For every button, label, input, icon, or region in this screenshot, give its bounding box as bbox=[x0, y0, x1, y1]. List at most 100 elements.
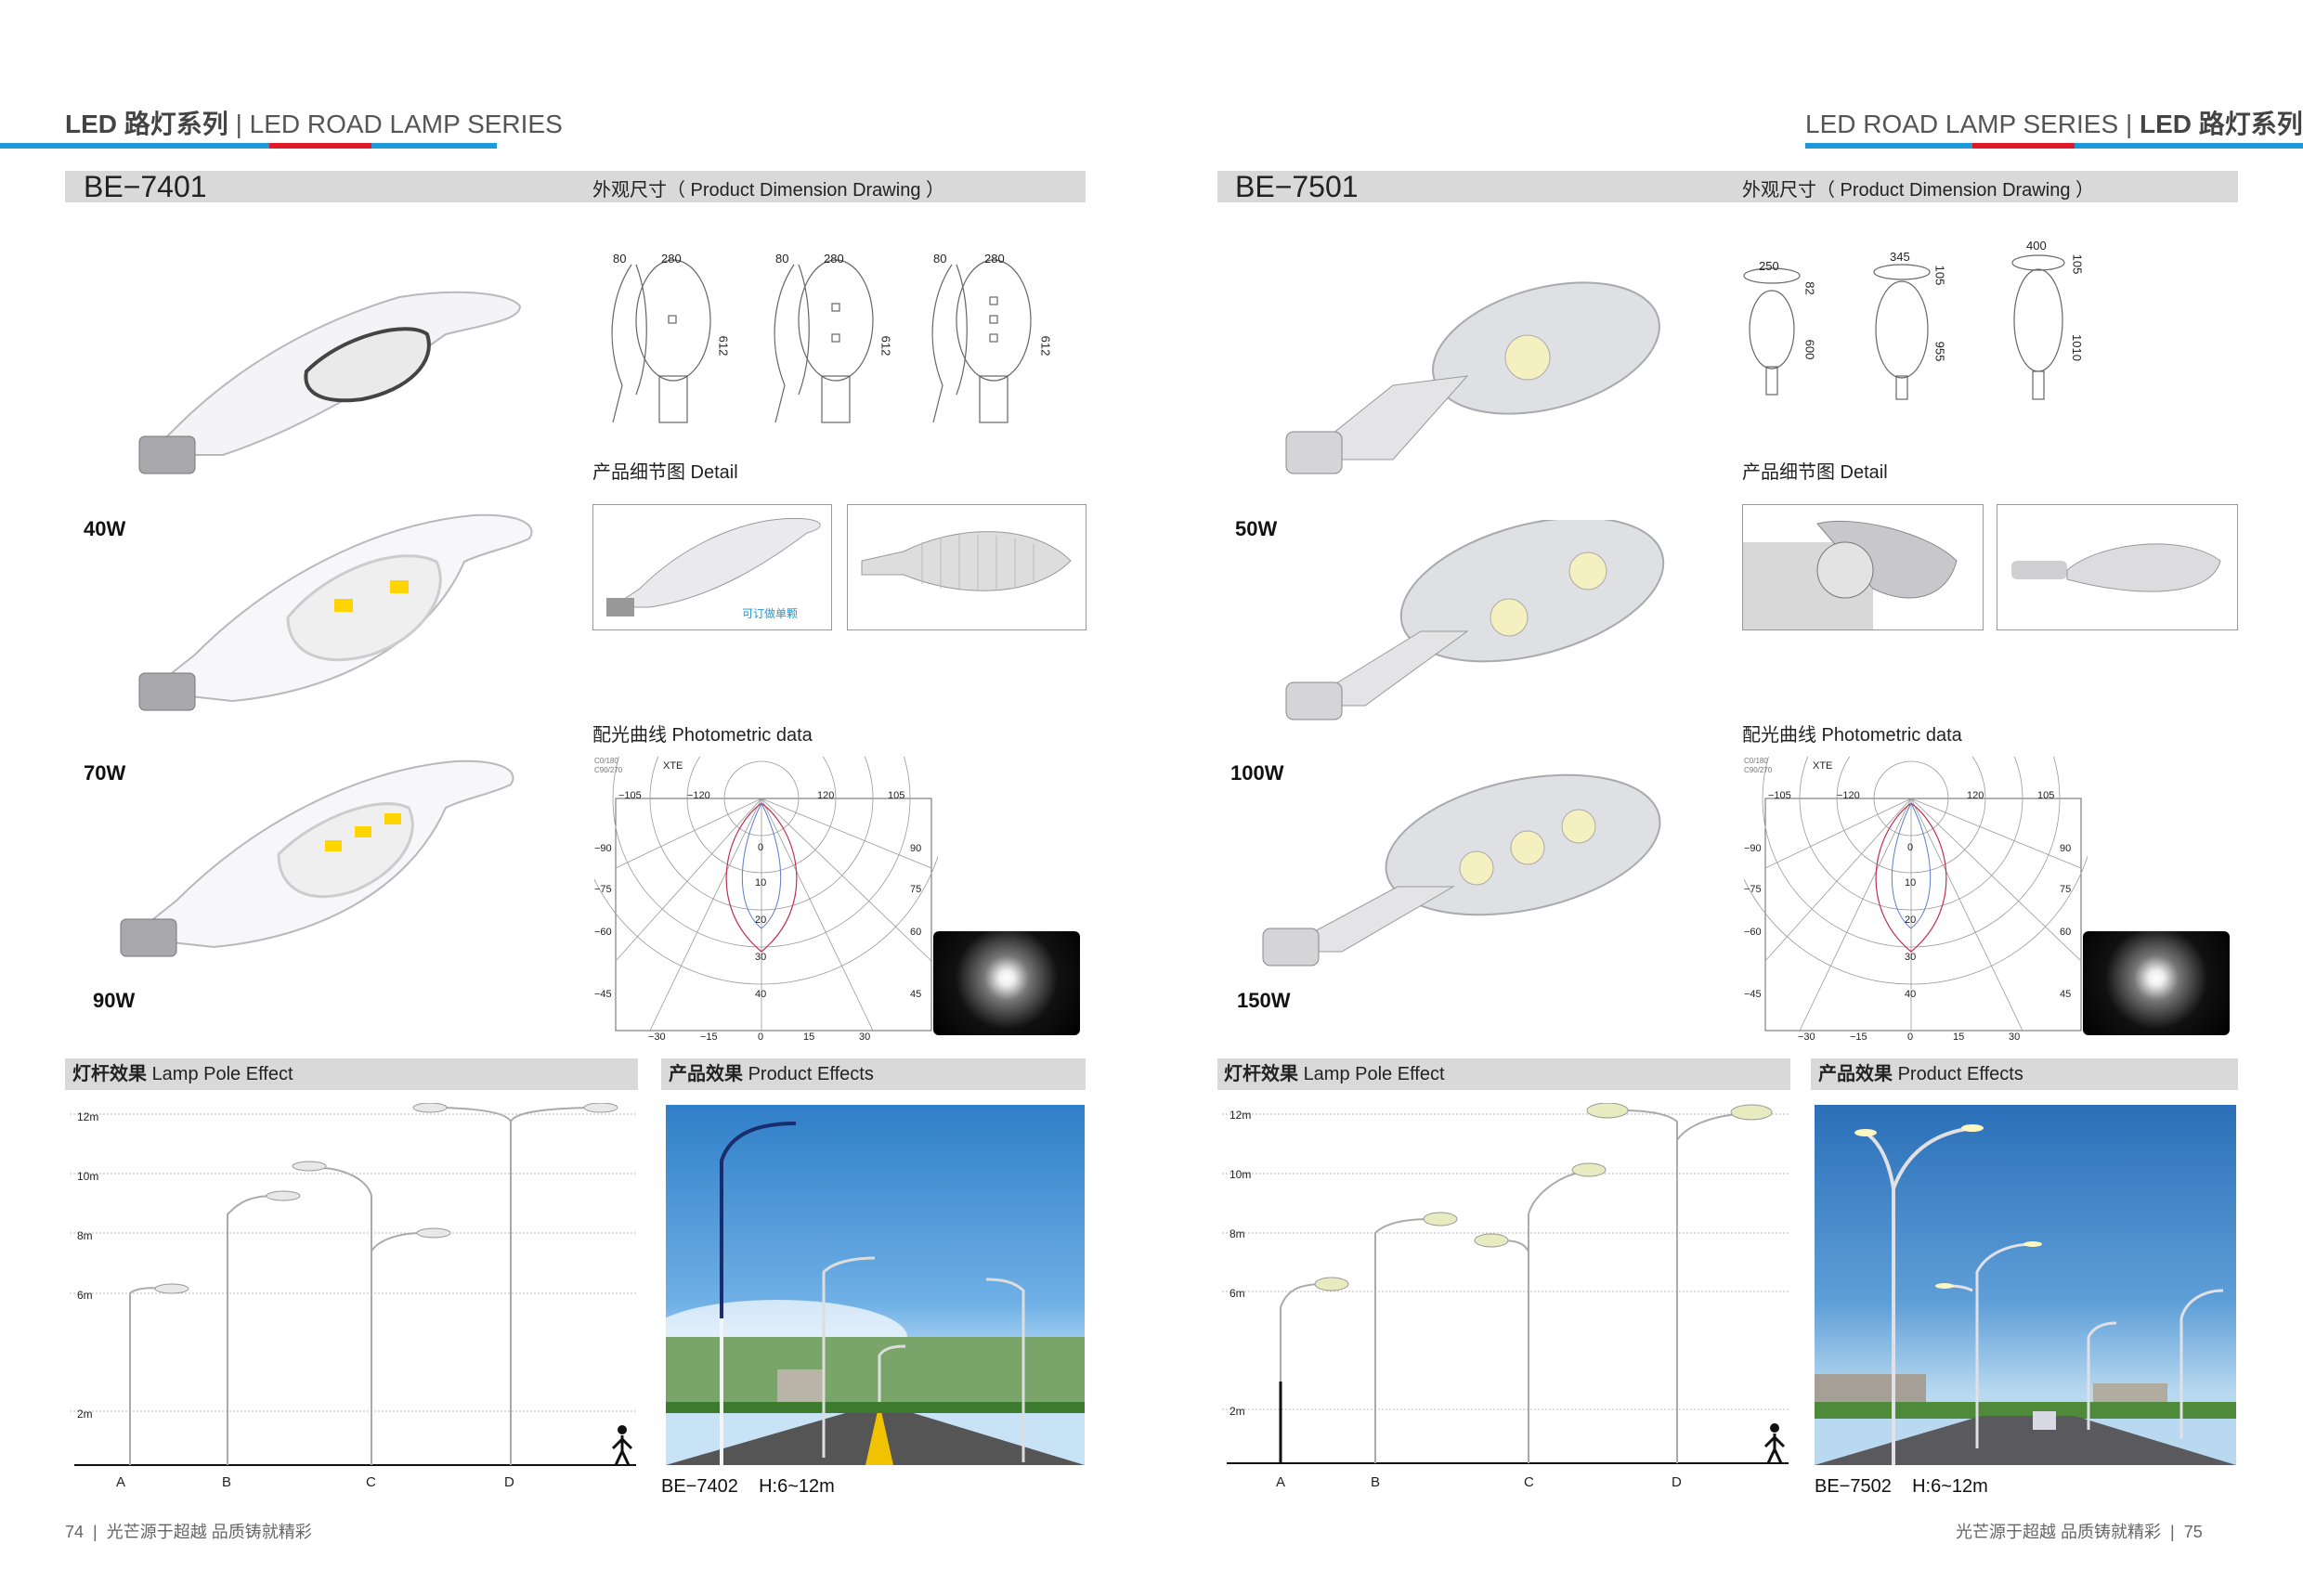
left-pole-label-a: A bbox=[116, 1474, 126, 1490]
header-left-red-bar bbox=[269, 143, 371, 149]
right-dim-2-h: 955 bbox=[1932, 341, 1947, 362]
left-photo-tick: 40 bbox=[755, 989, 767, 1000]
right-pole-diagram: 12m 10m 8m 6m 2m A B C D bbox=[1222, 1103, 1793, 1493]
left-lamp-70w bbox=[138, 513, 533, 711]
header-right-red-bar bbox=[1972, 143, 2075, 149]
right-watt-50w: 50W bbox=[1235, 517, 1278, 540]
left-light-spot-image bbox=[933, 931, 1080, 1035]
left-height-10m: 10m bbox=[77, 1170, 99, 1183]
left-photo-tick: 90 bbox=[910, 843, 922, 854]
left-effects-title: 产品效果 Product Effects bbox=[669, 1058, 874, 1090]
header-right-blue-bar-2 bbox=[2075, 143, 2303, 149]
right-dim-1-d: 82 bbox=[1802, 281, 1817, 295]
left-height-6m: 6m bbox=[77, 1289, 93, 1302]
right-photo-tick: −60 bbox=[1744, 927, 1762, 938]
left-effects-title-en: Product Effects bbox=[748, 1064, 874, 1084]
right-detail-title: 产品细节图 Detail bbox=[1742, 462, 1888, 483]
right-photo-tick: −90 bbox=[1744, 843, 1762, 854]
right-photo-tick: 20 bbox=[1905, 915, 1917, 926]
right-photo-tick: 0 bbox=[1907, 1032, 1914, 1043]
left-photo-tick: 0 bbox=[758, 842, 764, 853]
left-effects-title-cn: 产品效果 bbox=[669, 1064, 743, 1084]
left-dim-3-w2: 280 bbox=[984, 252, 1005, 266]
left-photo-tick: 0 bbox=[758, 1032, 764, 1043]
right-photo-legend-1: C0/180 bbox=[1744, 757, 1768, 765]
left-dim-1-h: 612 bbox=[716, 335, 731, 357]
left-height-8m: 8m bbox=[77, 1229, 93, 1242]
right-height-8m: 8m bbox=[1230, 1227, 1245, 1240]
left-pole-label-c: C bbox=[366, 1474, 376, 1490]
left-product-effect-image bbox=[666, 1105, 1085, 1465]
left-pole-bar bbox=[65, 1058, 638, 1090]
right-caption: BE−7502 H:6~12m bbox=[1815, 1476, 1988, 1498]
right-pole-label-a: A bbox=[1276, 1474, 1286, 1490]
header-right-divider: | bbox=[2125, 110, 2133, 138]
right-photo-legend-2: C90/270 bbox=[1744, 766, 1773, 774]
right-photo-tick: 120 bbox=[1967, 790, 1984, 801]
right-photo-tick: 15 bbox=[1953, 1032, 1965, 1043]
right-lamp-100w bbox=[1285, 520, 1665, 720]
right-photo-tick: 10 bbox=[1905, 877, 1917, 889]
right-photometric-chart: C0/180 C90/270 XTE −105 −120 120 105 −90… bbox=[1744, 757, 2088, 1043]
right-pole-title-en: Lamp Pole Effect bbox=[1303, 1064, 1445, 1084]
header-left: LED 路灯系列 | LED ROAD LAMP SERIES bbox=[65, 104, 563, 141]
right-photo-brand: XTE bbox=[1813, 760, 1833, 772]
left-caption-height: H:6~12m bbox=[759, 1476, 835, 1497]
right-lamp-50w bbox=[1285, 281, 1660, 474]
right-dim-2-w: 345 bbox=[1890, 250, 1910, 264]
right-pole-label-d: D bbox=[1672, 1474, 1682, 1490]
right-photo-tick: −75 bbox=[1744, 884, 1762, 895]
left-dim-3-w1: 80 bbox=[933, 252, 947, 266]
left-dimension-lines bbox=[611, 259, 1032, 423]
left-detail-image-1: 可订做单颗 bbox=[592, 504, 832, 630]
right-photo-tick: 40 bbox=[1905, 989, 1917, 1000]
header-right-en: LED ROAD LAMP SERIES bbox=[1805, 110, 2119, 138]
left-caption: BE−7402 H:6~12m bbox=[661, 1476, 835, 1498]
left-photo-tick: 10 bbox=[755, 877, 767, 889]
left-detail-title: 产品细节图 Detail bbox=[592, 462, 738, 483]
left-watt-70w: 70W bbox=[84, 761, 126, 785]
left-detail-note: 可订做单颗 bbox=[742, 607, 799, 620]
right-effects-title-en: Product Effects bbox=[1897, 1064, 2023, 1084]
right-model-title: BE−7501 bbox=[1235, 170, 1359, 203]
left-photo-tick: 30 bbox=[755, 952, 767, 963]
right-watt-100w: 100W bbox=[1230, 761, 1284, 785]
right-photo-tick: 45 bbox=[2060, 989, 2072, 1000]
left-photo-tick: −90 bbox=[594, 843, 612, 854]
header-right: LED ROAD LAMP SERIES | LED 路灯系列 bbox=[1805, 104, 2303, 141]
right-height-12m: 12m bbox=[1230, 1109, 1252, 1122]
left-pole-label-b: B bbox=[222, 1474, 232, 1490]
right-pole-label-b: B bbox=[1371, 1474, 1381, 1490]
left-lamp-40w bbox=[138, 291, 522, 474]
right-caption-model: BE−7502 bbox=[1815, 1476, 1892, 1497]
right-photo-tick: −30 bbox=[1798, 1032, 1815, 1043]
right-dim-2-d: 105 bbox=[1932, 265, 1947, 286]
right-dim-1-w: 250 bbox=[1759, 259, 1779, 273]
right-dimension-title: 外观尺寸（ Product Dimension Drawing ） bbox=[1742, 180, 2094, 201]
right-dim-3-h: 1010 bbox=[2069, 334, 2084, 361]
right-page-number: 75 bbox=[2183, 1523, 2203, 1541]
left-photo-tick: −15 bbox=[700, 1032, 718, 1043]
right-height-6m: 6m bbox=[1230, 1287, 1245, 1300]
right-product-effect-image bbox=[1815, 1105, 2236, 1465]
left-dim-1-w1: 80 bbox=[613, 252, 627, 266]
right-photo-tick: 30 bbox=[1905, 952, 1917, 963]
right-photo-tick: 75 bbox=[2060, 884, 2072, 895]
right-light-spot-image bbox=[2083, 931, 2230, 1035]
left-photometric-chart: C0/180 C90/270 XTE −105 −120 120 105 −90… bbox=[594, 757, 938, 1043]
left-dim-2-h: 612 bbox=[878, 335, 893, 357]
left-pole-label-d: D bbox=[504, 1474, 514, 1490]
left-photo-tick: −105 bbox=[618, 790, 642, 801]
right-photo-tick: −15 bbox=[1850, 1032, 1867, 1043]
header-left-blue-bar-2 bbox=[371, 143, 497, 149]
right-photo-tick: 60 bbox=[2060, 927, 2072, 938]
left-photo-tick: −45 bbox=[594, 989, 612, 1000]
right-pole-title: 灯杆效果 Lamp Pole Effect bbox=[1224, 1058, 1445, 1090]
header-right-cn: LED 路灯系列 bbox=[2140, 110, 2303, 138]
left-height-2m: 2m bbox=[77, 1408, 93, 1421]
left-photo-tick: 20 bbox=[755, 915, 767, 926]
left-effects-bar bbox=[661, 1058, 1086, 1090]
left-caption-model: BE−7402 bbox=[661, 1476, 738, 1497]
right-dim-3-d: 105 bbox=[2070, 253, 2085, 275]
left-photo-tick: 60 bbox=[910, 927, 922, 938]
